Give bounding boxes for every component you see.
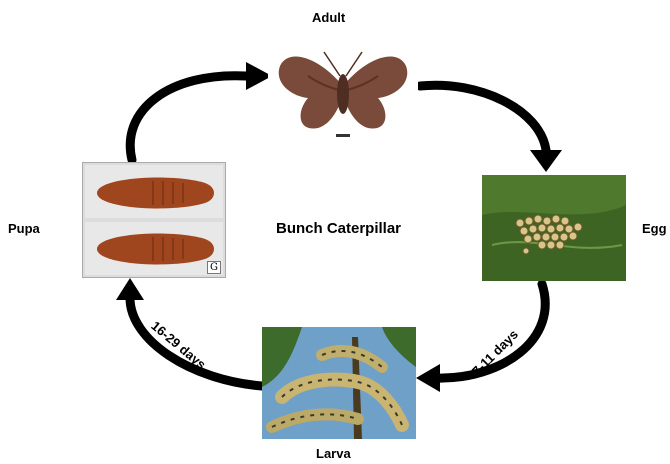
egg-photo [482,175,626,281]
arrowhead-egg-to-larva [416,364,440,392]
arrow-adult-to-egg [420,85,546,150]
caterpillar-icon [262,327,416,439]
larva-photo [262,327,416,439]
stage-label-pupa: Pupa [8,221,40,236]
egg-cluster-icon [482,175,626,281]
chrysalis-icon [83,163,225,277]
arrow-larva-to-pupa [130,298,262,386]
stage-label-adult: Adult [312,10,345,25]
stage-label-larva: Larva [316,446,351,461]
diagram-title: Bunch Caterpillar [276,220,401,237]
stage-label-egg: Egg [642,221,667,236]
arrow-pupa-to-adult [130,76,246,160]
pupa-photo-mark: G [207,261,221,274]
adult-photo [268,36,418,140]
moth-icon [268,36,418,140]
arrowhead-larva-to-pupa [116,278,144,300]
arrowhead-adult-to-egg [530,150,562,172]
pupa-photo: G [82,162,226,278]
